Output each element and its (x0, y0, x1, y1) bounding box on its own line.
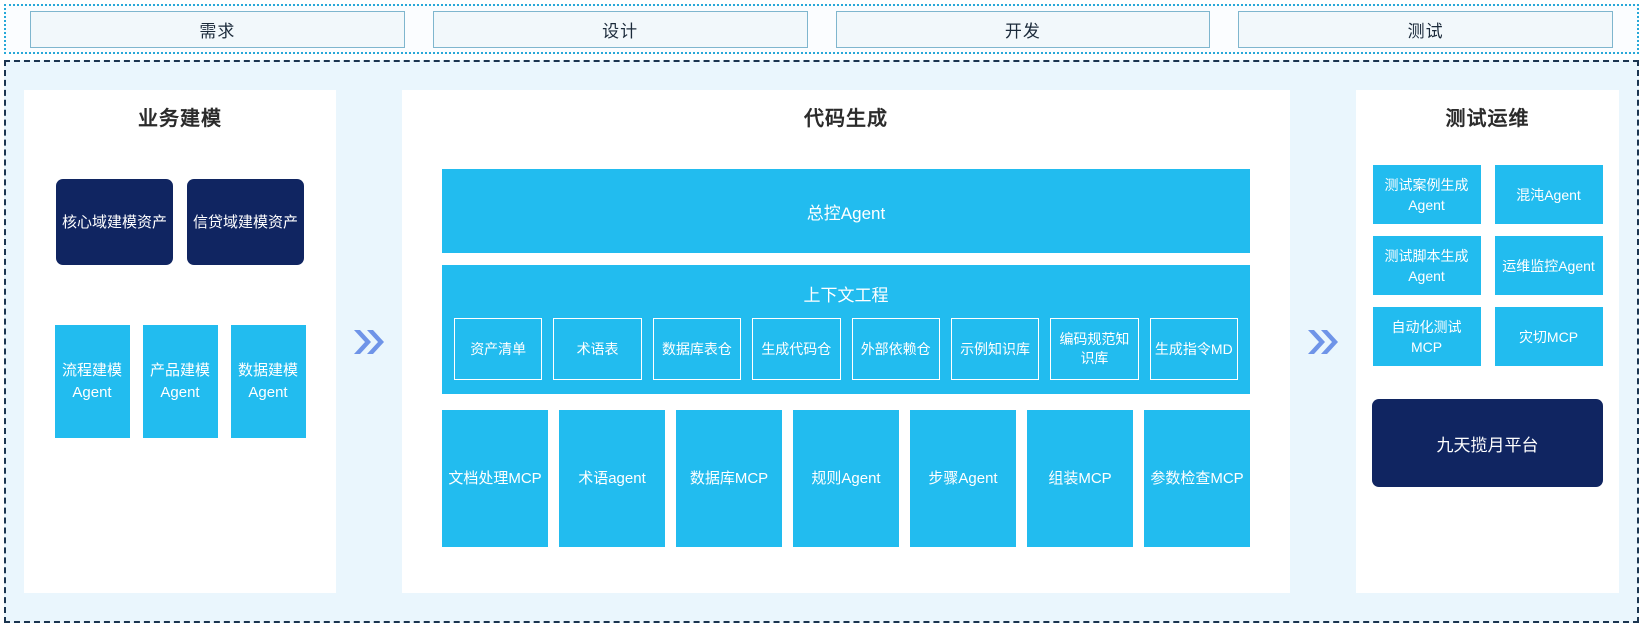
code-generation-content: 总控Agent 上下文工程 资产清单 术语表 数据库表仓 生成代码仓 外部依赖仓… (420, 141, 1272, 547)
test-ops-grid: 测试案例生成Agent 混沌Agent 测试脚本生成Agent 运维监控Agen… (1372, 165, 1603, 366)
phase-box-requirements[interactable]: 需求 (30, 10, 405, 48)
panel-title-test-ops: 测试运维 (1445, 108, 1530, 130)
phase-box-design[interactable]: 设计 (432, 10, 808, 48)
panel-title-business-modeling: 业务建模 (138, 108, 222, 130)
phase-label: 开发 (1004, 21, 1041, 41)
phase-label: 需求 (199, 21, 236, 41)
context-item-db-table-repo[interactable]: 数据库表仓 (652, 318, 742, 380)
asset-box-credit-domain[interactable]: 信贷域建模资产 (187, 179, 304, 265)
agent-box-product-modeling[interactable]: 产品建模Agent (142, 325, 218, 438)
test-ops-box-chaos-agent[interactable]: 混沌Agent (1494, 165, 1603, 224)
arrow-separator-right (1290, 90, 1356, 593)
panel-test-ops: 测试运维 测试案例生成Agent 混沌Agent 测试脚本生成Agent 运维监… (1356, 90, 1619, 593)
agent-box-data-modeling[interactable]: 数据建模Agent (230, 325, 306, 438)
tool-box-parameter-check-mcp[interactable]: 参数检查MCP (1144, 410, 1250, 547)
phase-label: 测试 (1407, 21, 1444, 41)
tool-box-document-processing-mcp[interactable]: 文档处理MCP (442, 410, 548, 547)
master-agent-box[interactable]: 总控Agent (442, 169, 1250, 253)
test-ops-box-disaster-switch-mcp[interactable]: 灾切MCP (1494, 307, 1603, 366)
phase-box-development[interactable]: 开发 (835, 10, 1211, 48)
code-generation-tools-row: 文档处理MCP 术语agent 数据库MCP 规则Agent 步骤Agent 组… (442, 410, 1250, 547)
tool-box-assembly-mcp[interactable]: 组装MCP (1027, 410, 1133, 547)
business-assets-row: 核心域建模资产 信贷域建模资产 (56, 179, 304, 265)
context-item-glossary[interactable]: 术语表 (553, 318, 642, 380)
panel-business-modeling: 业务建模 核心域建模资产 信贷域建模资产 流程建模Agent 产品建模Agent… (24, 90, 336, 593)
phase-strip: 需求 设计 开发 测试 (4, 4, 1639, 54)
tool-box-glossary-agent[interactable]: 术语agent (559, 410, 665, 547)
tool-box-step-agent[interactable]: 步骤Agent (910, 410, 1016, 547)
phase-label: 设计 (602, 21, 639, 41)
panel-title-code-generation: 代码生成 (804, 108, 888, 130)
agent-box-process-modeling[interactable]: 流程建模Agent (54, 325, 130, 438)
test-ops-box-test-script-generation-agent[interactable]: 测试脚本生成Agent (1372, 236, 1481, 295)
context-item-generated-code-repo[interactable]: 生成代码仓 (752, 318, 841, 380)
phase-box-testing[interactable]: 测试 (1238, 10, 1613, 48)
tool-box-rule-agent[interactable]: 规则Agent (793, 410, 899, 547)
test-ops-box-ops-monitoring-agent[interactable]: 运维监控Agent (1494, 236, 1603, 295)
main-diagram-area: 业务建模 核心域建模资产 信贷域建模资产 流程建模Agent 产品建模Agent… (4, 60, 1639, 623)
platform-box-jiutian-lanyue[interactable]: 九天揽月平台 (1372, 399, 1603, 487)
context-item-coding-standard-knowledge-base[interactable]: 编码规范知识库 (1050, 318, 1139, 380)
arrow-separator-left (336, 90, 402, 593)
double-chevron-right-icon (1308, 329, 1338, 354)
asset-box-core-domain[interactable]: 核心域建模资产 (56, 179, 173, 265)
business-agents-row: 流程建模Agent 产品建模Agent 数据建模Agent (54, 325, 306, 438)
context-engineering-block: 上下文工程 资产清单 术语表 数据库表仓 生成代码仓 外部依赖仓 示例知识库 编… (442, 265, 1250, 394)
context-item-asset-list[interactable]: 资产清单 (454, 318, 543, 380)
context-item-example-knowledge-base[interactable]: 示例知识库 (950, 318, 1040, 380)
test-ops-box-automated-test-mcp[interactable]: 自动化测试MCP (1372, 307, 1481, 366)
context-item-external-dependency-repo[interactable]: 外部依赖仓 (851, 318, 940, 380)
tool-box-database-mcp[interactable]: 数据库MCP (676, 410, 782, 547)
double-chevron-right-icon (354, 329, 384, 354)
panel-code-generation: 代码生成 总控Agent 上下文工程 资产清单 术语表 数据库表仓 生成代码仓 … (402, 90, 1290, 593)
context-item-generation-instruction-md[interactable]: 生成指令MD (1149, 318, 1238, 380)
test-ops-box-test-case-generation-agent[interactable]: 测试案例生成Agent (1372, 165, 1481, 224)
context-engineering-title: 上下文工程 (803, 286, 889, 305)
context-engineering-items: 资产清单 术语表 数据库表仓 生成代码仓 外部依赖仓 示例知识库 编码规范知识库… (454, 318, 1238, 380)
